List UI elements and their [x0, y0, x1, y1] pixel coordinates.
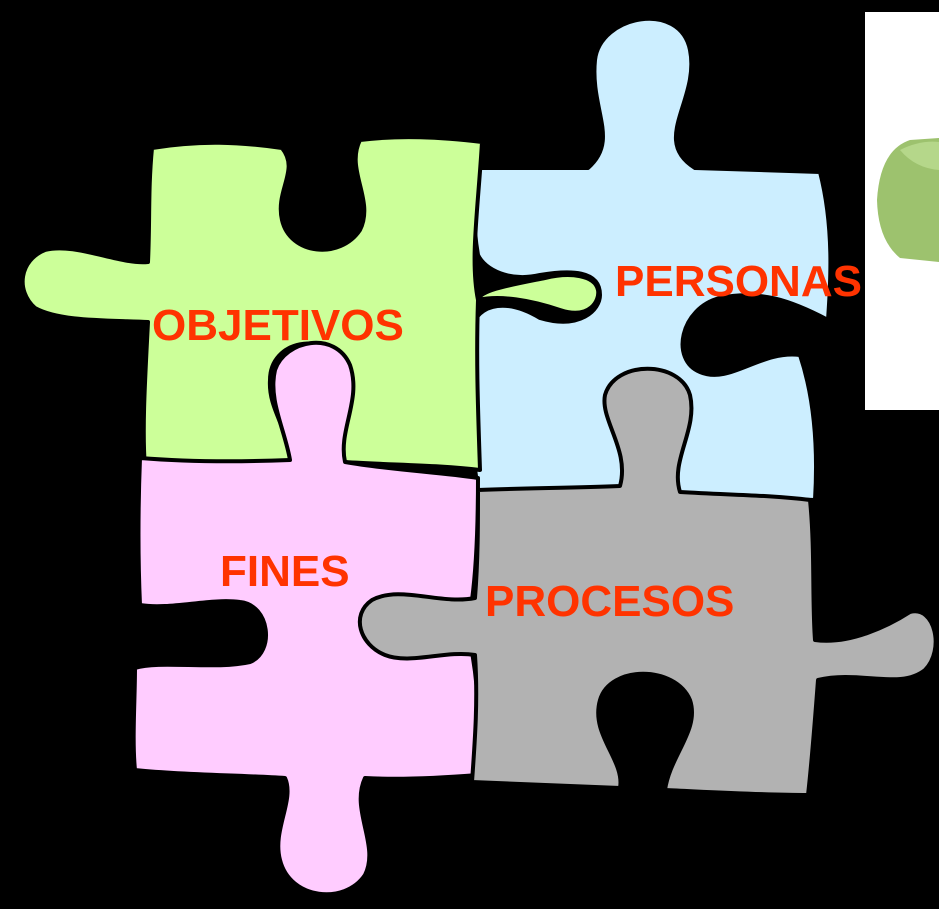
fines-label: FINES — [220, 547, 350, 596]
personas-label: PERSONAS — [615, 257, 862, 306]
procesos-piece — [357, 366, 938, 797]
procesos-label: PROCESOS — [485, 577, 734, 626]
green-cylinder-icon — [877, 138, 939, 262]
objetivos-label: OBJETIVOS — [152, 301, 404, 350]
objetivos-piece — [20, 135, 601, 472]
